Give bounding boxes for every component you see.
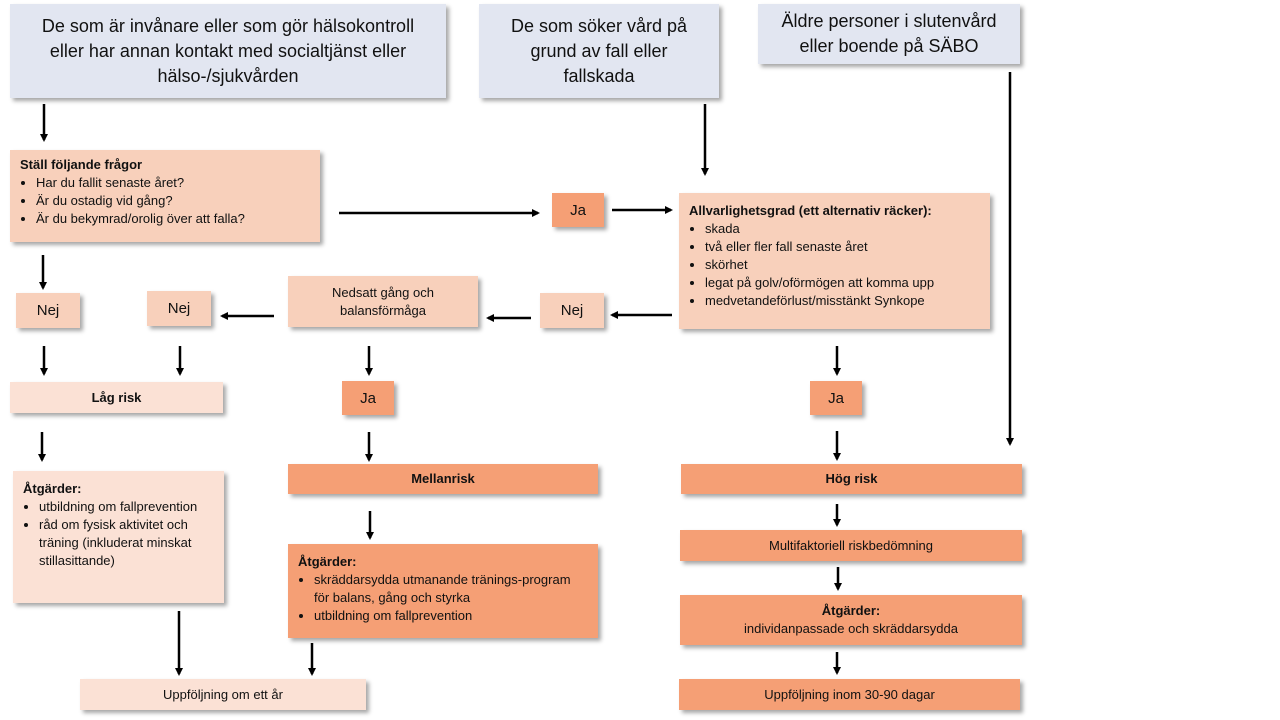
- severity-item: skada: [705, 220, 980, 238]
- questions-box: Ställ följande frågor Har du fallit sena…: [10, 150, 320, 242]
- balance-box: Nedsatt gång och balansförmåga: [288, 276, 478, 327]
- questions-list: Har du fallit senaste året? Är du ostadi…: [20, 174, 310, 228]
- no-text: Nej: [167, 300, 191, 317]
- source-care-fall: De som söker vård på grund av fall eller…: [479, 4, 719, 98]
- yes-label-balance: Ja: [342, 381, 394, 415]
- low-actions-box: Åtgärder: utbildning om fallprevention r…: [13, 471, 224, 603]
- severity-item: legat på golv/oförmögen att komma upp: [705, 274, 980, 292]
- low-actions-title: Åtgärder:: [23, 481, 82, 496]
- severity-item: medvetandeförlust/misstänkt Synkope: [705, 292, 980, 310]
- severity-item: skörhet: [705, 256, 980, 274]
- no-text: Nej: [36, 302, 60, 319]
- high-actions-text: individanpassade och skräddarsydda: [744, 621, 958, 636]
- yes-text: Ja: [360, 389, 376, 407]
- followup-days-box: Uppföljning inom 30-90 dagar: [679, 679, 1020, 710]
- medium-risk-text: Mellanrisk: [411, 471, 475, 486]
- low-actions-list: utbildning om fallprevention råd om fysi…: [23, 498, 214, 570]
- high-risk-box: Hög risk: [681, 464, 1022, 494]
- medium-risk-box: Mellanrisk: [288, 464, 598, 494]
- followup-days-text: Uppföljning inom 30-90 dagar: [764, 686, 935, 702]
- high-actions-box: Åtgärder: individanpassade och skräddars…: [680, 595, 1022, 645]
- balance-text: Nedsatt gång och balansförmåga: [332, 284, 434, 318]
- low-risk-text: Låg risk: [91, 389, 142, 405]
- question-item: Är du ostadig vid gång?: [36, 192, 310, 210]
- severity-list: skada två eller fler fall senaste året s…: [689, 220, 980, 310]
- yes-label-questions: Ja: [552, 193, 604, 227]
- multifactorial-text: Multifaktoriell riskbedömning: [768, 537, 933, 553]
- medium-action-item: utbildning om fallprevention: [314, 607, 588, 625]
- medium-action-item: skräddarsydda utmanande tränings-program…: [314, 571, 588, 607]
- source-elderly-text: Äldre personer i slutenvård eller boende…: [781, 11, 997, 56]
- source-elderly: Äldre personer i slutenvård eller boende…: [758, 4, 1020, 64]
- low-action-item: utbildning om fallprevention: [39, 498, 214, 516]
- no-text: Nej: [560, 302, 584, 319]
- severity-item: två eller fler fall senaste året: [705, 238, 980, 256]
- source-care-fall-text: De som söker vård på grund av fall eller…: [510, 15, 688, 86]
- no-label-questions: Nej: [16, 293, 80, 328]
- no-label-balance: Nej: [147, 291, 211, 326]
- source-residents-text: De som är invånare eller som gör hälsoko…: [41, 15, 415, 86]
- no-label-severity: Nej: [540, 293, 604, 328]
- severity-box: Allvarlighetsgrad (ett alternativ räcker…: [679, 193, 990, 329]
- medium-actions-title: Åtgärder:: [298, 554, 357, 569]
- question-item: Är du bekymrad/orolig över att falla?: [36, 210, 310, 228]
- severity-title: Allvarlighetsgrad (ett alternativ räcker…: [689, 203, 932, 218]
- medium-actions-list: skräddarsydda utmanande tränings-program…: [298, 571, 588, 625]
- yes-text: Ja: [828, 389, 844, 407]
- yes-text: Ja: [570, 201, 586, 219]
- medium-actions-box: Åtgärder: skräddarsydda utmanande tränin…: [288, 544, 598, 638]
- followup-year-box: Uppföljning om ett år: [80, 679, 366, 710]
- question-item: Har du fallit senaste året?: [36, 174, 310, 192]
- multifactorial-box: Multifaktoriell riskbedömning: [680, 530, 1022, 561]
- low-risk-box: Låg risk: [10, 382, 223, 413]
- questions-title: Ställ följande frågor: [20, 157, 143, 172]
- low-action-item: råd om fysisk aktivitet och träning (ink…: [39, 516, 214, 570]
- yes-label-severity: Ja: [810, 381, 862, 415]
- source-residents: De som är invånare eller som gör hälsoko…: [10, 4, 446, 98]
- high-risk-text: Hög risk: [825, 471, 878, 486]
- high-actions-title: Åtgärder:: [821, 603, 881, 618]
- followup-year-text: Uppföljning om ett år: [163, 686, 283, 702]
